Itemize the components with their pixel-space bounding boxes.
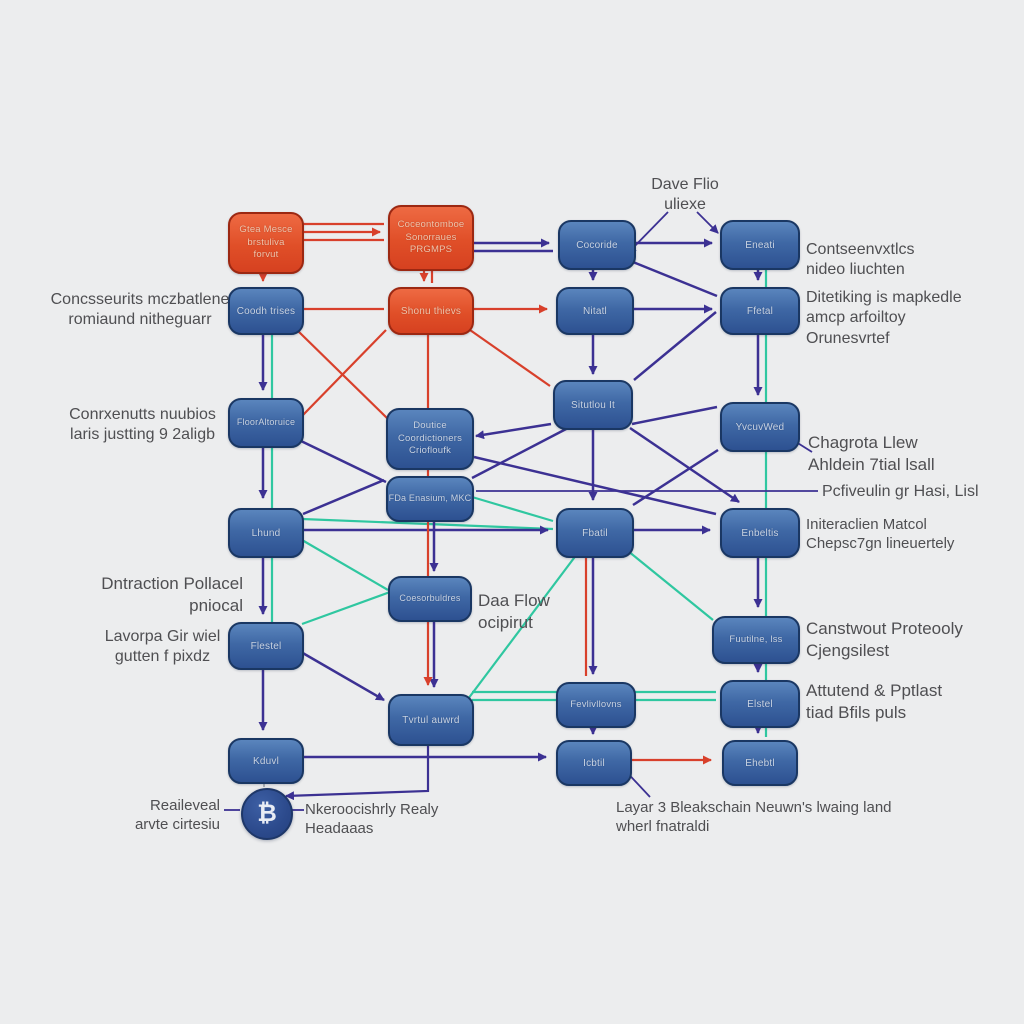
annotation-dntract: Dntraction Pollacel pniocal <box>101 574 243 615</box>
node-floor: FloorAltoruice <box>228 398 304 448</box>
edge-daveflo-eneati <box>696 211 719 234</box>
node-fbatil: Fbatil <box>556 508 634 558</box>
edge-yvcuv-fbatil <box>632 448 719 507</box>
node-ehebtl: Ehebtl <box>722 740 798 786</box>
edge-doutice-enbeltis <box>473 455 717 516</box>
node-cocoride: Cocoride <box>558 220 636 270</box>
node-nitatl: Nitatl <box>556 287 634 335</box>
annotation-ditet: Ditetiking is mapkedle amcp arfoiltoy Or… <box>806 289 962 347</box>
node-fuutilne: Fuutilne, lss <box>712 616 800 664</box>
edge-situtlou-enbeltis <box>629 426 740 504</box>
node-coodh: Coodh trises <box>228 287 304 335</box>
annotation-reail: Reaileveal arvte cirtesiu <box>134 797 220 834</box>
edge-fbatil-fuutilne <box>627 550 714 621</box>
node-coceon: Coceontomboe Sonorraues PRGMPS <box>388 205 474 271</box>
node-icbtil: Icbtil <box>556 740 632 786</box>
edge-shonu-floor <box>302 329 387 416</box>
edge-cocoride-ffetal <box>632 260 718 298</box>
node-yvcuv: YvcuvWed <box>720 402 800 452</box>
edge-flestel-coesor <box>301 590 391 626</box>
edge-lhund-coesor <box>301 539 389 591</box>
annotation-conrx: Conrxenutts nuubios laris justting 9 2al… <box>69 406 216 444</box>
annotation-concsse: Concsseurits mczbatlene romiaund nithegu… <box>50 291 230 329</box>
edge-tvrtul-bitcoin <box>285 746 430 801</box>
node-mkc: FDa Enasium, MKC <box>386 476 474 522</box>
edge-shonu-situtlou <box>469 329 551 387</box>
annotation-chagrota: Chagrota Llew Ahldein 7tial lsall <box>808 433 935 474</box>
annotation-canstw: Canstwout Proteooly Cjengsilest <box>806 619 963 660</box>
edge-coodh-doutice <box>297 330 389 420</box>
annotation-layar: Layar 3 Bleakschain Neuwn's lwaing land … <box>616 799 892 836</box>
annotation-initer: Initeraclien Matcol Chepsc7gn lineuertel… <box>806 516 955 553</box>
annotation-pcfiv: Pcfiveulin gr Hasi, Lisl <box>822 483 979 500</box>
node-gtea: Gtea Mesce brstuliva forvut <box>228 212 304 274</box>
bitcoin-symbol: ₿ <box>257 800 277 827</box>
edge-situtlou-yvcuv <box>631 405 718 426</box>
node-flestel: Flestel <box>228 622 304 670</box>
edge-floor-mkc <box>300 439 387 484</box>
edge-mkc-fbatil-teal <box>471 495 554 523</box>
edge-flestel-tvrtul <box>300 650 385 702</box>
node-elstel: Elstel <box>720 680 800 728</box>
annotation-dave-flo: Dave Flio uliexe <box>651 176 719 214</box>
edge-fbatil-tvrtul <box>467 553 578 700</box>
bitcoin-icon: ₿ <box>241 788 293 840</box>
annotation-attutend: Attutend & Pptlast tiad Bfils puls <box>806 681 943 722</box>
annotation-daaflow: Daa Flow ocipirut <box>478 591 550 632</box>
edge-situtlou-doutice <box>475 422 552 440</box>
node-ffetal: Ffetal <box>720 287 800 335</box>
node-fevliv: Fevlivllovns <box>556 682 636 728</box>
node-lhund: Lhund <box>228 508 304 558</box>
node-shonu: Shonu thievs <box>388 287 474 335</box>
edge-lhund-mkc <box>302 478 385 516</box>
annotation-conseen: Contseenvxtlcs nideo liuchten <box>806 241 915 279</box>
node-situtlou: Situtlou It <box>553 380 633 430</box>
annotation-lavorpa: Lavorpa Gir wiel gutten f pixdz <box>104 628 221 666</box>
node-tvrtul: Tvrtul auwrd <box>388 694 474 746</box>
node-doutice: Doutice Coordictioners Criofloufk <box>386 408 474 470</box>
node-kduvl: Kduvl <box>228 738 304 784</box>
node-coesor: Coesorbuldres <box>388 576 472 622</box>
edge-situtlou-mkc <box>471 426 569 480</box>
node-enbeltis: Enbeltis <box>720 508 800 558</box>
node-eneati: Eneati <box>720 220 800 270</box>
edge-ffetal-situtlou <box>633 311 717 381</box>
annotation-nkeroo: Nkeroocishrly Realy Headaaas <box>305 801 439 838</box>
